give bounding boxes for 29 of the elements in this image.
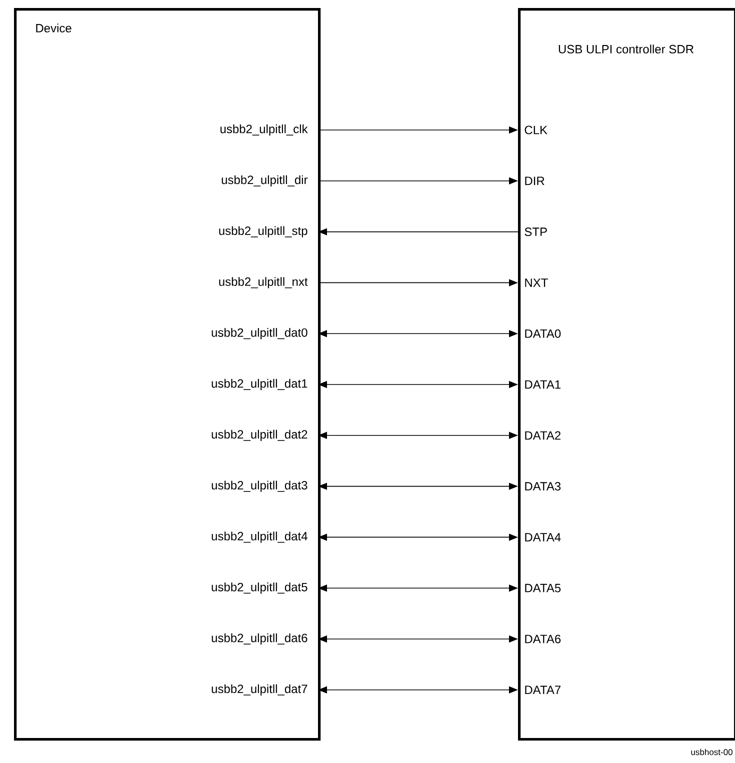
pin-label: DATA2 (525, 431, 560, 440)
block-box (14, 8, 321, 741)
pin-label: usbb2_ulpitll_dat0 (212, 328, 308, 340)
pin-label: usbb2_ulpitll_dat2 (212, 430, 308, 441)
pin-label: usbb2_ulpitll_dat1 (212, 378, 308, 390)
pin-label: usbb2_ulpitll_dat7 (212, 684, 308, 696)
pin-label: NXT (525, 278, 548, 287)
pin-label: DIR (525, 176, 544, 186)
pin-label: DATA1 (525, 380, 560, 389)
pin-label: DATA0 (525, 329, 561, 338)
block-box (518, 8, 735, 741)
pin-label: CLK (524, 126, 548, 134)
figure-id: usbhost-00 (691, 748, 732, 756)
pin-label: usbb2_ulpitll_dat6 (212, 633, 308, 645)
pin-label: usbb2_ulpitll_stp (219, 226, 308, 238)
pin-label: DATA5 (525, 584, 561, 592)
box-title: USB ULPI controller SDR (558, 44, 694, 54)
pin-label: usbb2_ulpitll_dat4 (212, 532, 308, 543)
pin-label: STP (524, 228, 547, 236)
pin-label: usbb2_ulpitll_clk (220, 124, 308, 136)
pin-label: DATA6 (525, 634, 561, 644)
pin-label: usbb2_ulpitll_dat5 (212, 582, 308, 594)
pin-label: usbb2_ulpitll_dir (222, 175, 308, 186)
box-title: Device (36, 24, 72, 32)
pin-label: DATA4 (525, 533, 561, 542)
pin-label: DATA7 (525, 686, 560, 694)
pin-label: usbb2_ulpitll_nxt (219, 277, 308, 288)
pin-label: DATA3 (525, 482, 561, 491)
pin-label: usbb2_ulpitll_dat3 (212, 480, 308, 492)
